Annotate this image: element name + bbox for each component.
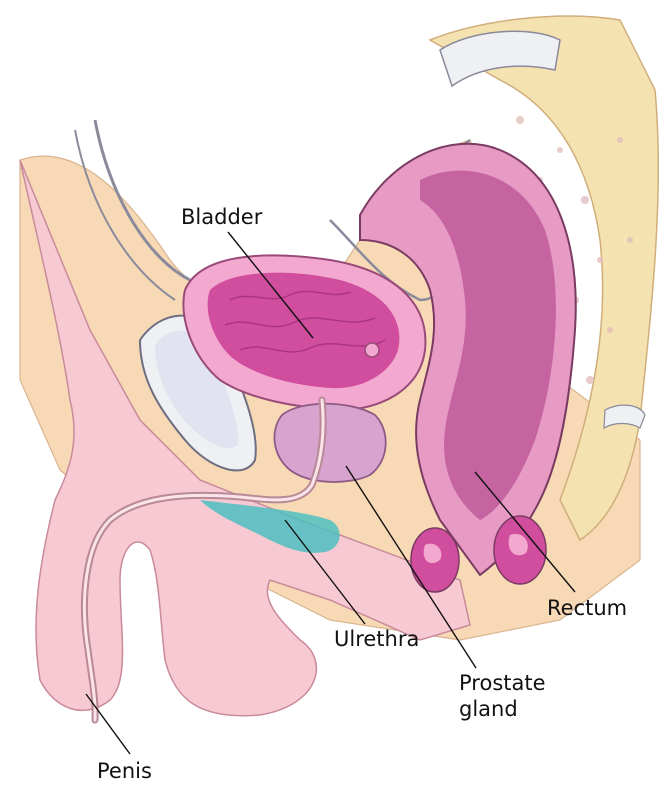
label-rectum: Rectum — [547, 595, 627, 621]
label-bladder: Bladder — [181, 204, 262, 230]
label-prostate-line-2: gland — [459, 696, 579, 722]
prostate-gland — [274, 404, 385, 482]
label-urethra: Ulrethra — [334, 626, 419, 652]
label-prostate-line-1: Prostate — [459, 670, 579, 696]
label-penis: Penis — [97, 758, 152, 784]
label-prostate-gland: Prostate gland — [459, 670, 579, 722]
leader-penis — [86, 694, 130, 754]
ureter-opening — [365, 343, 379, 357]
